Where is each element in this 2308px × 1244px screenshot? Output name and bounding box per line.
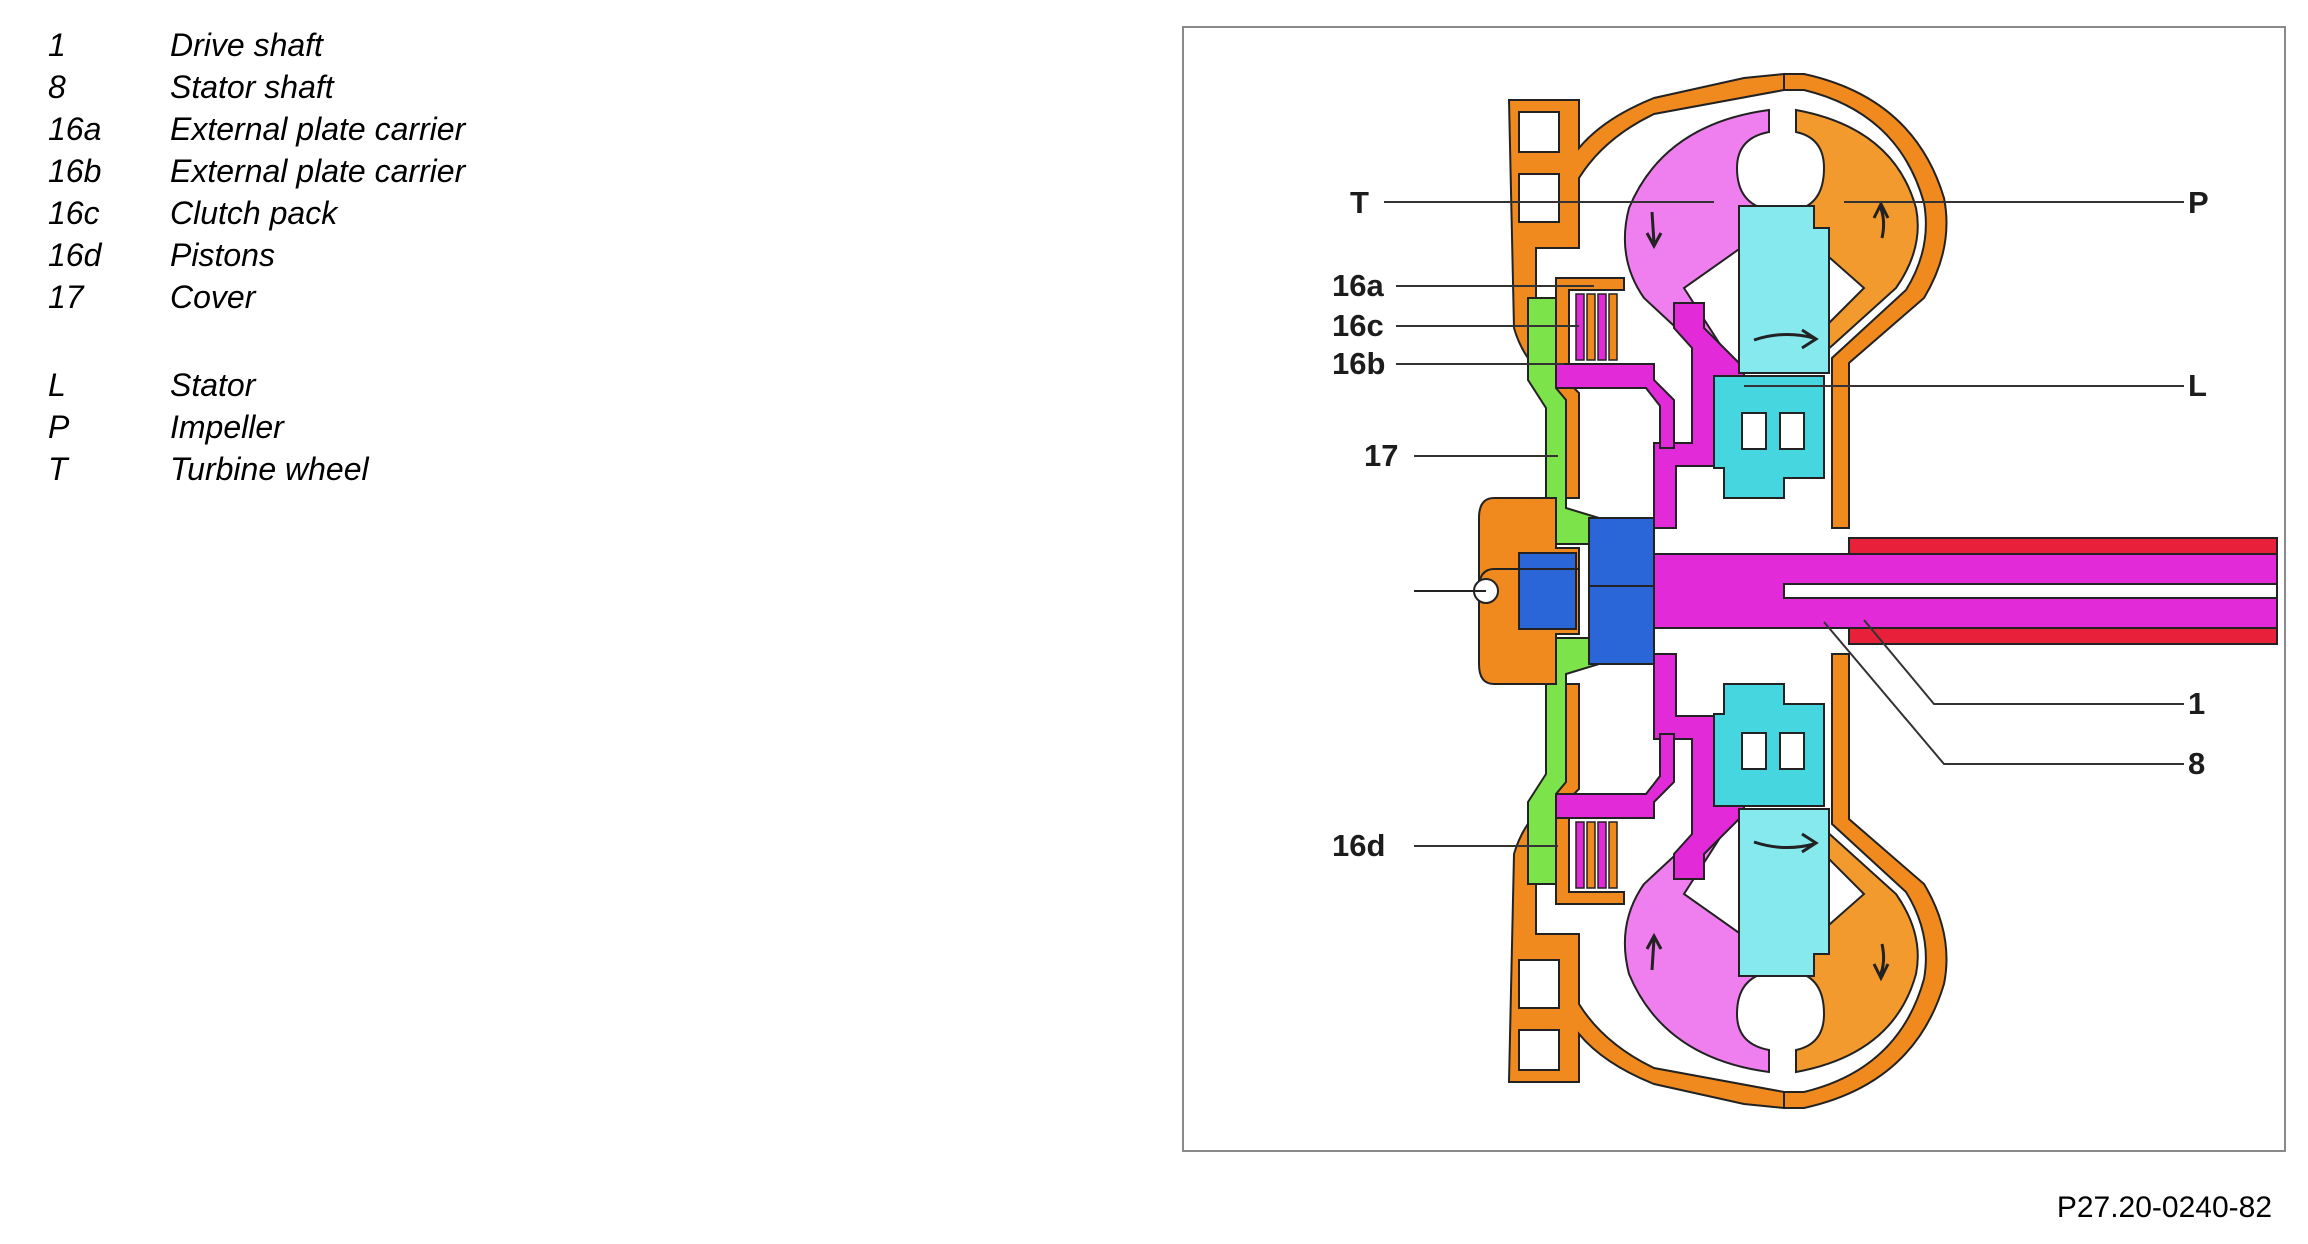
callout-1: 1 bbox=[2188, 686, 2205, 721]
legend-key: 17 bbox=[48, 279, 84, 315]
legend-label: Turbine wheel bbox=[170, 451, 369, 487]
callout-16a: 16a bbox=[1332, 268, 1384, 303]
legend-item: L Stator bbox=[48, 364, 465, 406]
legend-key: T bbox=[48, 451, 68, 487]
legend-item: 16a External plate carrier bbox=[48, 108, 465, 150]
legend-label: External plate carrier bbox=[170, 111, 466, 147]
reference-code: P27.20-0240-82 bbox=[2056, 1191, 2272, 1224]
legend-key: 16c bbox=[48, 195, 100, 231]
callout-17: 17 bbox=[1364, 438, 1398, 473]
torque-converter-diagram: T P 16a 16c 16b L 17 1 8 16d bbox=[1332, 72, 2278, 1110]
legend-label: Impeller bbox=[170, 409, 284, 445]
legend-item: 16b External plate carrier bbox=[48, 150, 465, 192]
leader-lines bbox=[1384, 201, 2184, 847]
legend-label: Clutch pack bbox=[170, 195, 338, 231]
callout-P: P bbox=[2188, 185, 2209, 220]
legend-key: P bbox=[48, 409, 70, 445]
legend-label: External plate carrier bbox=[170, 153, 466, 189]
stator-shaft-top bbox=[1848, 537, 2278, 555]
legend-label: Stator bbox=[170, 367, 256, 403]
callout-16d: 16d bbox=[1332, 828, 1385, 863]
callout-L: L bbox=[2188, 368, 2207, 403]
legend-item: 8 Stator shaft bbox=[48, 66, 465, 108]
diagram-frame: T P 16a 16c 16b L 17 1 8 16d bbox=[1182, 26, 2286, 1152]
legend-label: Pistons bbox=[170, 237, 275, 273]
legend-label: Stator shaft bbox=[170, 69, 334, 105]
legend-key: L bbox=[48, 367, 66, 403]
callout-T: T bbox=[1350, 185, 1369, 220]
legend-key: 8 bbox=[48, 69, 66, 105]
callout-8: 8 bbox=[2188, 746, 2205, 781]
legend-label: Drive shaft bbox=[170, 27, 323, 63]
legend-item: 16d Pistons bbox=[48, 234, 465, 276]
legend-key: 16a bbox=[48, 111, 102, 147]
legend-key: 16d bbox=[48, 237, 102, 273]
legend-spacer bbox=[48, 318, 465, 364]
stator-shaft-bottom bbox=[1848, 627, 2278, 645]
callout-16c: 16c bbox=[1332, 308, 1384, 343]
callout-16b: 16b bbox=[1332, 346, 1385, 381]
legend-item: 16c Clutch pack bbox=[48, 192, 465, 234]
legend-key: 16b bbox=[48, 153, 102, 189]
legend: 1 Drive shaft 8 Stator shaft 16a Externa… bbox=[48, 24, 465, 490]
shaft-bore bbox=[1783, 583, 2278, 599]
legend-item: P Impeller bbox=[48, 406, 465, 448]
legend-item: 17 Cover bbox=[48, 276, 465, 318]
legend-item: 1 Drive shaft bbox=[48, 24, 465, 66]
legend-item: T Turbine wheel bbox=[48, 448, 465, 490]
legend-label: Cover bbox=[170, 279, 256, 315]
legend-key: 1 bbox=[48, 27, 66, 63]
